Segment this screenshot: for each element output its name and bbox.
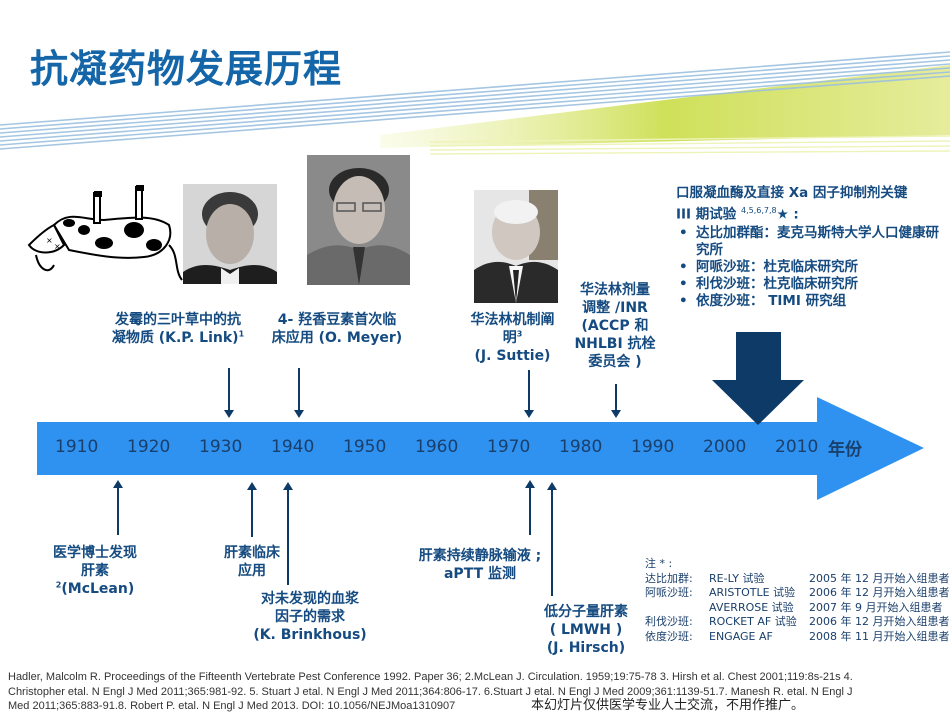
arrow-up-1916 [117, 487, 119, 535]
arrow-head-down-icon [224, 410, 234, 418]
portrait-suttie-image [474, 190, 558, 303]
event-suttie-label: 华法林机制阐 明3 (J. Suttie) [470, 312, 555, 364]
arrow-head-down-icon [294, 410, 304, 418]
arrow-head-up-icon [113, 480, 123, 488]
year-unit-label: 年份 [828, 440, 862, 460]
year-2010: 2010 [775, 437, 819, 457]
arrow-head-down-icon [611, 410, 621, 418]
notes-header: 注 * : [645, 557, 673, 570]
trials-heading-line2: III 期试验 4,5,6,7,8★ : [676, 206, 799, 223]
arrow-down-1940 [298, 368, 300, 411]
trials-list-item: 达比加群酯：麦克马斯特大学人口健康研究所 [676, 225, 948, 259]
svg-text:×: × [46, 236, 53, 245]
event-link-label: 发霉的三叶草中的抗 凝物质 (K.P. Link)1 [111, 312, 245, 346]
portrait-meyer-image [307, 155, 410, 285]
year-1920: 1920 [127, 437, 171, 457]
year-1990: 1990 [631, 437, 675, 457]
event-aptt-label: 肝素持续静脉输液 ; aPTT 监测 [418, 548, 542, 582]
year-1960: 1960 [415, 437, 459, 457]
year-1950: 1950 [343, 437, 387, 457]
arrow-head-down-icon [524, 410, 534, 418]
references: Hadler, Malcolm R. Proceedings of the Fi… [8, 671, 853, 712]
event-inr-label: 华法林剂量 调整 /INR (ACCP 和 NHLBI 抗栓 委员会 ) [574, 282, 656, 370]
header-swoosh-decoration [0, 51, 950, 155]
arrow-down-1973 [528, 370, 530, 411]
arrow-head-up-icon [247, 482, 257, 490]
year-1930: 1930 [199, 437, 243, 457]
event-meyer-label: 4- 羟香豆素首次临 床应用 (O. Meyer) [271, 312, 403, 346]
arrow-head-up-icon [525, 480, 535, 488]
trials-list-item: 利伐沙班：杜克临床研究所 [676, 276, 948, 293]
event-mclean-label: 医学博士发现 肝素 2(McLean) [53, 545, 137, 597]
year-1970: 1970 [487, 437, 531, 457]
svg-text:×: × [54, 242, 61, 251]
arrow-up-1935 [251, 489, 253, 537]
event-heparin-clinical-label: 肝素临床 应用 [224, 545, 280, 579]
year-1980: 1980 [559, 437, 603, 457]
year-1910: 1910 [55, 437, 99, 457]
big-down-arrow-icon [712, 332, 804, 425]
disclaimer: 本幻灯片仅供医学专业人士交流，不用作推广。 [531, 698, 805, 713]
trials-list-item: 依度沙班： TIMI 研究组 [676, 293, 948, 310]
page-title: 抗凝药物发展历程 [30, 47, 343, 91]
year-1940: 1940 [271, 437, 315, 457]
arrow-up-1975 [551, 489, 553, 596]
arrow-head-up-icon [547, 482, 557, 490]
event-brinkhous-label: 对未发现的血浆 因子的需求 (K. Brinkhous) [253, 591, 367, 643]
arrow-up-1940 [287, 489, 289, 585]
arrow-down-1930 [228, 368, 230, 411]
portrait-link-image [183, 184, 277, 284]
arrow-head-up-icon [283, 482, 293, 490]
phase3-trials-box: 口服凝血酶及直接 Xa 因子抑制剂关键 III 期试验 4,5,6,7,8★ :… [676, 185, 948, 310]
year-2000: 2000 [703, 437, 747, 457]
dead-cow-cartoon-image: × × [24, 185, 184, 285]
event-lmwh-label: 低分子量肝素 ( LMWH ) (J. Hirsch) [544, 604, 628, 656]
arrow-up-1973 [529, 487, 531, 535]
trials-heading-line1: 口服凝血酶及直接 Xa 因子抑制剂关键 [676, 185, 908, 201]
arrow-down-1985 [615, 384, 617, 411]
trials-list-item: 阿哌沙班：杜克临床研究所 [676, 259, 948, 276]
trials-list: 达比加群酯：麦克马斯特大学人口健康研究所 阿哌沙班：杜克临床研究所 利伐沙班：杜… [676, 225, 948, 310]
